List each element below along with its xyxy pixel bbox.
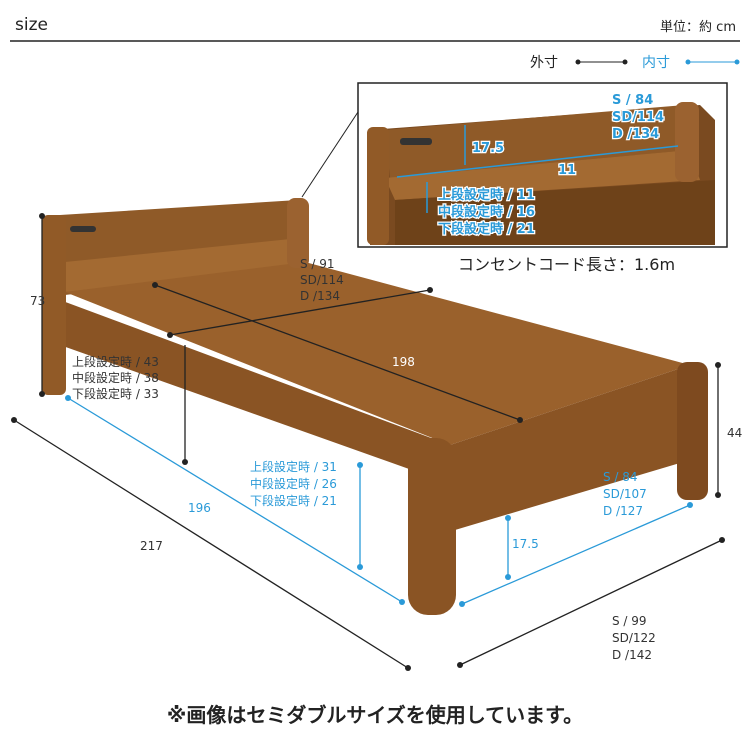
inset-width-s: S / 84 xyxy=(612,93,653,108)
under-clearance-lower: 下段設定時 / 21 xyxy=(250,493,337,508)
foot-inner-width-s: S / 84 xyxy=(603,470,638,484)
dimension-endpoints xyxy=(11,213,725,671)
inset-shelf-upper: 上段設定時 / 11 xyxy=(438,187,535,203)
floor-to-top-upper: 上段設定時 / 43 xyxy=(72,354,159,369)
cord-length: コンセントコード長さ：1.6m xyxy=(458,255,675,274)
legend-outer-line xyxy=(575,59,628,65)
total-length-label: 217 xyxy=(140,539,163,553)
inner-width-sd: SD/114 xyxy=(300,273,344,287)
unit-label: 単位：約 cm xyxy=(660,19,736,35)
total-width-d: D /142 xyxy=(612,648,652,662)
inner-width-s: S / 91 xyxy=(300,257,335,271)
rail-inner-length-label: 196 xyxy=(188,501,211,515)
inset-depth-label: 11 xyxy=(558,163,576,178)
total-width-s: S / 99 xyxy=(612,614,647,628)
foot-height-label: 44 xyxy=(727,426,742,440)
size-title: size xyxy=(15,15,48,35)
under-clearance-middle: 中段設定時 / 26 xyxy=(250,476,337,491)
inset-callout-line xyxy=(301,111,359,198)
bed-illustration xyxy=(42,198,708,615)
headboard-inset: 17.5 11 S / 84 SD/114 D /134 上段設定時 / 11 … xyxy=(357,82,728,248)
floor-to-top-middle: 中段設定時 / 38 xyxy=(72,370,159,385)
inner-width-d: D /134 xyxy=(300,289,340,303)
leg-clearance-label: 17.5 xyxy=(512,537,539,551)
headboard-height-label: 73 xyxy=(30,294,45,308)
legend-inner-line xyxy=(685,59,740,65)
inset-shelf-middle: 中段設定時 / 16 xyxy=(438,204,535,220)
inset-shelf-lower: 下段設定時 / 21 xyxy=(438,221,535,237)
foot-inner-width-sd: SD/107 xyxy=(603,487,647,501)
inset-height-label: 17.5 xyxy=(472,141,504,156)
legend-outer-label: 外寸 xyxy=(530,55,558,71)
foot-inner-width-d: D /127 xyxy=(603,504,643,518)
dimension-lines xyxy=(13,216,723,669)
total-width-sd: SD/122 xyxy=(612,631,656,645)
inner-length-label: 198 xyxy=(392,355,415,369)
under-clearance-upper: 上段設定時 / 31 xyxy=(250,459,337,474)
legend-inner-label: 内寸 xyxy=(642,55,670,71)
inset-width-sd: SD/114 xyxy=(612,110,664,125)
floor-to-top-lower: 下段設定時 / 33 xyxy=(72,386,159,401)
inset-width-d: D /134 xyxy=(612,127,659,142)
footer-note: ※画像はセミダブルサイズを使用しています。 xyxy=(167,703,583,727)
